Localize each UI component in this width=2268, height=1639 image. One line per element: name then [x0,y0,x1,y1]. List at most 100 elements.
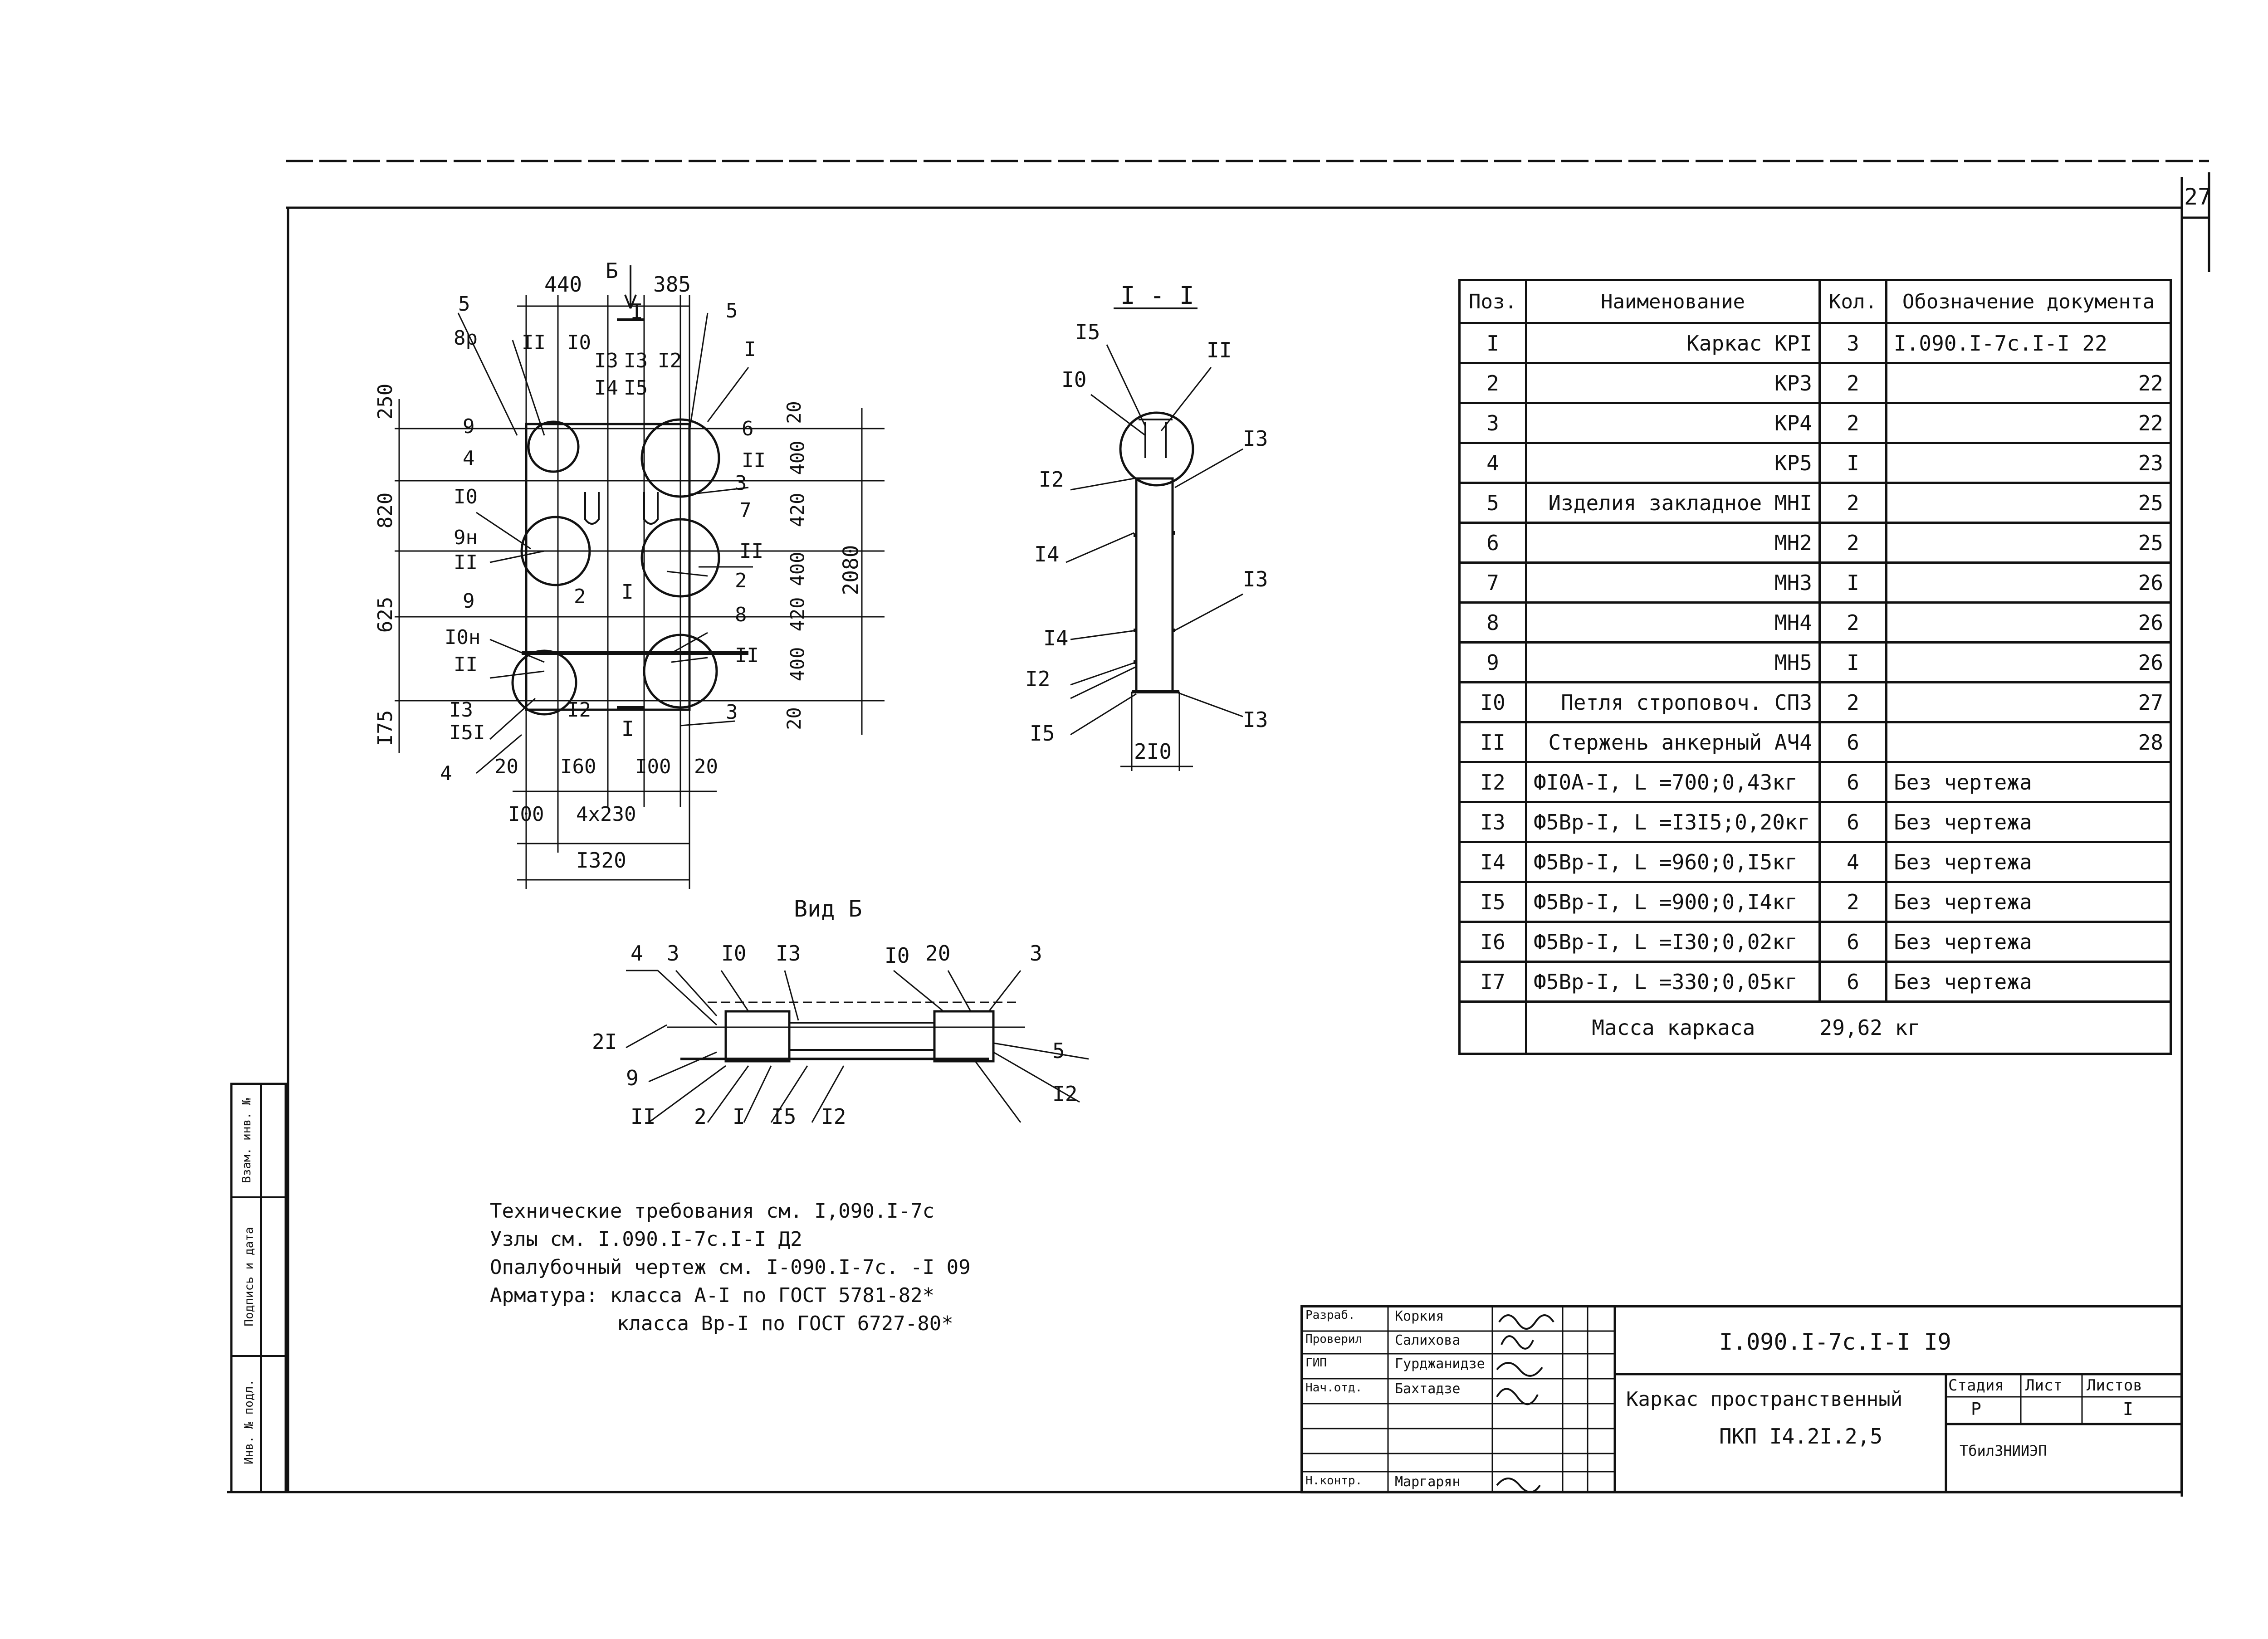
callout-label: I3 [1243,707,1268,732]
callout-label: I0 [567,331,591,354]
callout-label: I [621,580,634,604]
spec-cell-qty: 2 [1818,402,1887,444]
dim-right-5: 420 [786,597,809,632]
signer-name: Маргарян [1395,1474,1461,1490]
callout-label: I [744,338,756,361]
spec-cell-pos: I0 [1458,681,1527,723]
spec-cell-doc: Без чертежа [1885,841,2172,883]
dim-right-2: 400 [786,440,809,475]
spec-cell-qty: 2 [1818,881,1887,923]
callout-label: 5 [726,299,738,322]
callout-label: I0 [721,941,747,966]
callout-label: 3 [726,701,738,724]
callout-label: 5 [458,293,470,316]
spec-cell-pos: 7 [1458,561,1527,604]
callout-label: 8 [735,603,747,626]
spec-cell-doc: 25 [1885,482,2172,524]
spec-cell-pos: 5 [1458,482,1527,524]
spec-cell-pos: 6 [1458,522,1527,564]
sheet-number: 27 [2184,184,2212,210]
callout-label: II [454,653,478,676]
spec-cell-qty: 2 [1818,601,1887,644]
specification-table: Поз. Наименование Кол. Обозначение докум… [1458,279,2172,1055]
org-name: ТбилЗНИИЭП [1960,1442,2047,1459]
callout-label: I2 [821,1104,846,1129]
notes-block: Технические требования см. I,090.I-7с Уз… [490,1197,971,1338]
callout-label: 9 [463,415,475,438]
spec-cell-doc: Без чертежа [1885,761,2172,803]
dim-bottom-6: 4x230 [576,803,636,826]
spec-cell-qty: I [1818,561,1887,604]
spec-cell-name: Петля строповоч. СП3 [1525,681,1821,723]
section-dim: 2I0 [1134,739,1172,764]
spec-cell-qty: 6 [1818,761,1887,803]
spec-cell-qty: I [1818,442,1887,484]
callout-label: I3 [776,941,801,966]
callout-label: II [1207,338,1232,362]
spec-cell-name: МН4 [1525,601,1821,644]
callout-label: 4 [463,447,475,470]
spec-cell-pos: 2 [1458,362,1527,404]
dim-bottom-5: I00 [508,803,544,826]
callout-label: II [739,540,763,563]
spec-cell-name: Ф5Вр-I, L =900;0,I4кг [1525,881,1821,923]
spec-cell-name: ФI0А-I, L =700;0,43кг [1525,761,1821,803]
callout-label: I3 [624,349,648,372]
signer-name: Бахтадзе [1395,1381,1461,1397]
spec-cell-name: КР5 [1525,442,1821,484]
view-b-title: Вид Б [794,896,862,922]
callout-label: 6 [742,417,754,440]
spec-cell-doc: 28 [1885,721,2172,763]
dim-bottom-2: I60 [560,755,596,778]
spec-cell-doc: 26 [1885,601,2172,644]
signer-name: Гурджанидзе [1395,1356,1485,1372]
spec-cell-doc: 22 [1885,402,2172,444]
spec-cell-qty: 3 [1818,322,1887,364]
spec-cell-qty: 2 [1818,522,1887,564]
callout-label: I2 [1025,667,1051,691]
dim-bottom-3: I00 [635,755,671,778]
callout-label: 9н [454,526,478,549]
callout-label: I0 [454,485,478,508]
callout-label: 5 [1052,1039,1065,1063]
dim-left-1: 250 [374,383,397,420]
callout-label: I0 [1061,367,1087,392]
dim-total-right: 2080 [838,545,863,595]
note-2: Узлы см. I.090.I-7с.I-I Д2 [490,1228,802,1251]
spec-cell-pos: I4 [1458,841,1527,883]
callout-label: I5 [771,1104,797,1129]
callout-label: I3 [449,698,473,722]
spec-cell-qty: 6 [1818,721,1887,763]
section-mark-top: I [631,299,643,324]
section-title: I - I [1120,281,1194,310]
note-1: Технические требования см. I,090.I-7с [490,1200,935,1223]
callout-label: II [522,331,546,354]
callout-label: I3 [1243,567,1268,591]
col-qty: Кол. [1818,279,1887,324]
callout-label: I [733,1104,745,1129]
callout-label: I2 [1039,467,1064,492]
callout-label: 3 [735,472,747,495]
spec-cell-pos: I6 [1458,921,1527,963]
callout-label: 3 [667,941,679,966]
callout-label: I3 [1243,426,1268,451]
section-mark-bottom: I [621,717,634,741]
spec-cell-pos: I7 [1458,961,1527,1003]
callout-label: 9 [626,1066,639,1090]
spec-cell-doc: 22 [1885,362,2172,404]
signer-role: Н.контр. [1305,1474,1363,1488]
callout-label: I2 [1052,1082,1078,1106]
spec-cell-qty: 2 [1818,482,1887,524]
side-stamp-inv: Инв. № подл. [242,1379,256,1464]
spec-cell-name: КР4 [1525,402,1821,444]
callout-label: 2 [735,569,747,592]
title-line-2: ПКП I4.2I.2,5 [1719,1424,1883,1449]
